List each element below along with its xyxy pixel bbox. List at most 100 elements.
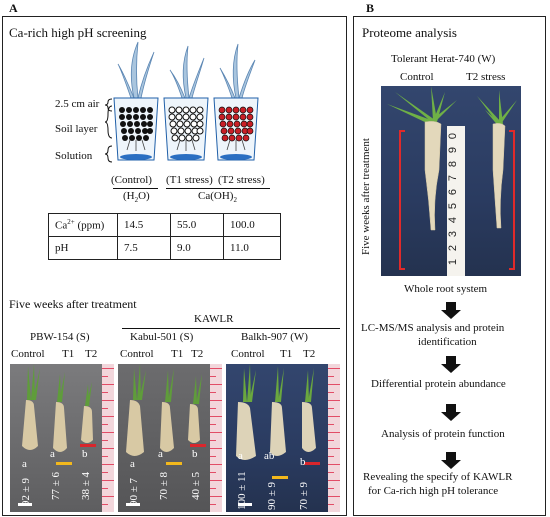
value-1b: 77 ± 6 <box>50 471 62 500</box>
ruler-2 <box>210 364 222 512</box>
value-2b: 70 ± 8 <box>158 471 170 500</box>
ruler-tick <box>210 472 216 473</box>
label-soil: Soil layer <box>55 123 98 135</box>
tape-digit: 5 <box>447 202 460 210</box>
ruler-tick <box>328 464 340 465</box>
pot-diagram <box>104 41 259 163</box>
bracket-right <box>509 130 515 270</box>
ruler-tick <box>210 440 216 441</box>
letter-1b: a <box>50 448 55 460</box>
ruler-tick <box>328 448 340 449</box>
letter-3c: b <box>300 456 306 468</box>
condition-table: Ca2+ (ppm) 14.5 55.0 100.0 pH 7.5 9.0 11… <box>48 213 281 260</box>
label-solution: Solution <box>55 150 93 162</box>
ruler-tick <box>102 392 108 393</box>
letter-1c: b <box>82 448 88 460</box>
value-3a: 100 ± 11 <box>236 471 248 510</box>
col-t2-2: T2 <box>191 348 204 360</box>
panel-a-title: Ca-rich high pH screening <box>9 25 147 40</box>
ruler-tick <box>328 416 340 417</box>
h2o-left: (H <box>123 190 135 202</box>
label-air: 2.5 cm air <box>55 98 100 110</box>
herat-plants <box>387 86 517 231</box>
plants-1 <box>22 364 93 452</box>
condition-t1: (T1 stress) <box>166 174 213 186</box>
bracket-left <box>399 130 405 270</box>
h2o-right: O) <box>138 190 150 202</box>
ruler-tick <box>210 448 222 449</box>
ruler-tick <box>102 408 108 409</box>
table-row-ca: Ca2+ (ppm) 14.5 55.0 100.0 <box>48 213 281 237</box>
ruler-tick <box>102 488 108 489</box>
ruler-tick <box>328 400 340 401</box>
letter-1a: a <box>22 458 27 470</box>
ruler-tick <box>210 488 216 489</box>
ruler-tick <box>210 424 216 425</box>
ruler-tick <box>328 496 340 497</box>
t2-bar-2 <box>190 444 206 447</box>
ruler-tick <box>210 400 222 401</box>
col-control-2: Control <box>120 348 154 360</box>
step-revealing-1: Revealing the specify of KAWLR <box>363 471 513 483</box>
ruler-tick <box>210 408 216 409</box>
ruler-tick <box>102 448 114 449</box>
condition-t2: (T2 stress) <box>218 174 265 186</box>
ruler-tick <box>210 496 222 497</box>
ruler-tick <box>210 392 216 393</box>
ruler-tick <box>102 496 114 497</box>
ruler-tick <box>210 480 222 481</box>
letter-3a: a <box>238 450 243 462</box>
kawlr-label: KAWLR <box>194 313 234 325</box>
ruler-3 <box>328 364 340 512</box>
value-3c: 70 ± 9 <box>298 481 310 510</box>
plant-photo-3: a ab b 100 ± 11 90 ± 9 70 ± 9 <box>226 364 340 512</box>
ruler-tick <box>102 384 114 385</box>
ruler-tick <box>210 376 216 377</box>
plant-photo-1: a a b 92 ± 9 77 ± 6 38 ± 4 <box>10 364 114 512</box>
panel-a-frame <box>2 16 347 516</box>
step-function: Analysis of protein function <box>381 428 505 440</box>
cultivar-name-1: PBW-154 (S) <box>30 331 90 343</box>
col-t2-1: T2 <box>85 348 98 360</box>
cultivar-name-3: Balkh-907 (W) <box>241 331 308 343</box>
ruler-tick <box>328 504 334 505</box>
tape-digit: 8 <box>447 160 460 168</box>
ruler-tick <box>102 504 108 505</box>
ruler-tick <box>328 384 340 385</box>
ruler-tick <box>102 424 108 425</box>
ruler-tick <box>102 416 114 417</box>
ruler-tick <box>210 464 222 465</box>
ruler-tick <box>328 432 340 433</box>
panel-b-frame <box>353 16 546 516</box>
panel-b-title: Proteome analysis <box>362 25 457 40</box>
table-cell: 100.0 <box>223 213 281 237</box>
col-t1-2: T1 <box>171 348 184 360</box>
value-3b: 90 ± 9 <box>266 481 278 510</box>
ruler-tick <box>328 472 334 473</box>
ruler-tick <box>328 376 334 377</box>
table-cell: 11.0 <box>223 236 281 260</box>
table-cell: 14.5 <box>117 213 171 237</box>
ruler-tick <box>102 376 108 377</box>
ruler-tick <box>102 472 108 473</box>
plants-2 <box>126 364 202 456</box>
ruler-tick <box>210 368 222 369</box>
ruler-tick <box>328 480 340 481</box>
condition-h2o: (H2O) <box>123 190 150 204</box>
caoh-sub: 2 <box>233 196 237 205</box>
panel-b-col-control: Control <box>400 71 434 83</box>
panel-letter-b: B <box>366 1 375 15</box>
ruler-tick <box>210 432 222 433</box>
value-2a: 90 ± 7 <box>128 477 140 506</box>
ruler-tick <box>102 400 114 401</box>
letter-3b: ab <box>264 450 275 462</box>
table-row-ph: pH 7.5 9.0 11.0 <box>48 236 281 260</box>
table-cell: 55.0 <box>170 213 224 237</box>
t1-bar-1 <box>56 462 72 465</box>
ruler-tick <box>328 456 334 457</box>
kawlr-line <box>122 328 340 329</box>
table-cell: 7.5 <box>117 236 171 260</box>
ruler-tick <box>328 440 334 441</box>
